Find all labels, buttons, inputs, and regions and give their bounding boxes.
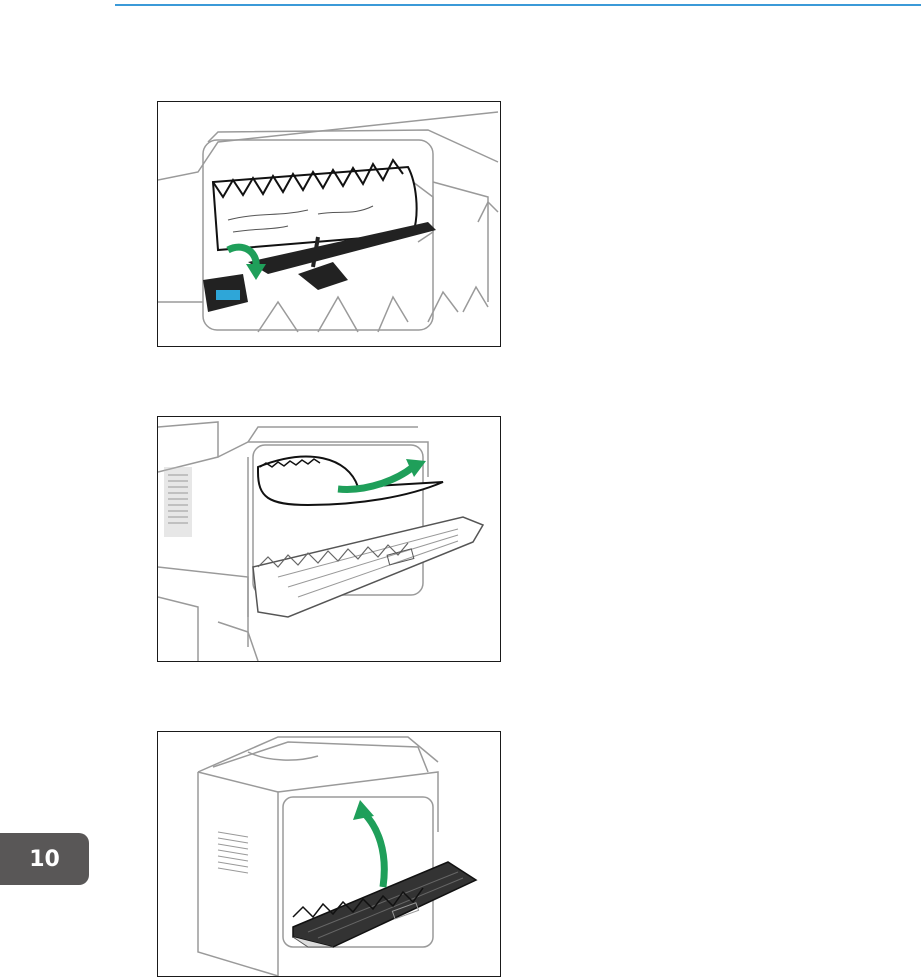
illustration-remove-jammed-paper (158, 417, 500, 661)
illustration-fuser-paper-jam (158, 102, 500, 346)
chapter-tab: 10 (0, 833, 89, 885)
figure-step-2 (157, 416, 501, 662)
figure-step-3 (157, 731, 501, 977)
figure-step-1 (157, 101, 501, 347)
header-rule (115, 4, 921, 6)
illustration-close-rear-cover (158, 732, 500, 976)
